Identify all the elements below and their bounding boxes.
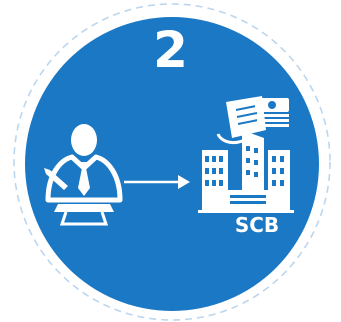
arrow-right-icon	[124, 175, 190, 189]
blue-circle	[25, 17, 319, 311]
bank-label: SCB	[234, 213, 280, 237]
money-stack-icon	[255, 98, 289, 127]
dashed-ring	[13, 3, 331, 321]
businessman-icon	[44, 124, 123, 226]
bank-building-icon	[198, 130, 294, 213]
step-number: 2	[153, 21, 188, 79]
